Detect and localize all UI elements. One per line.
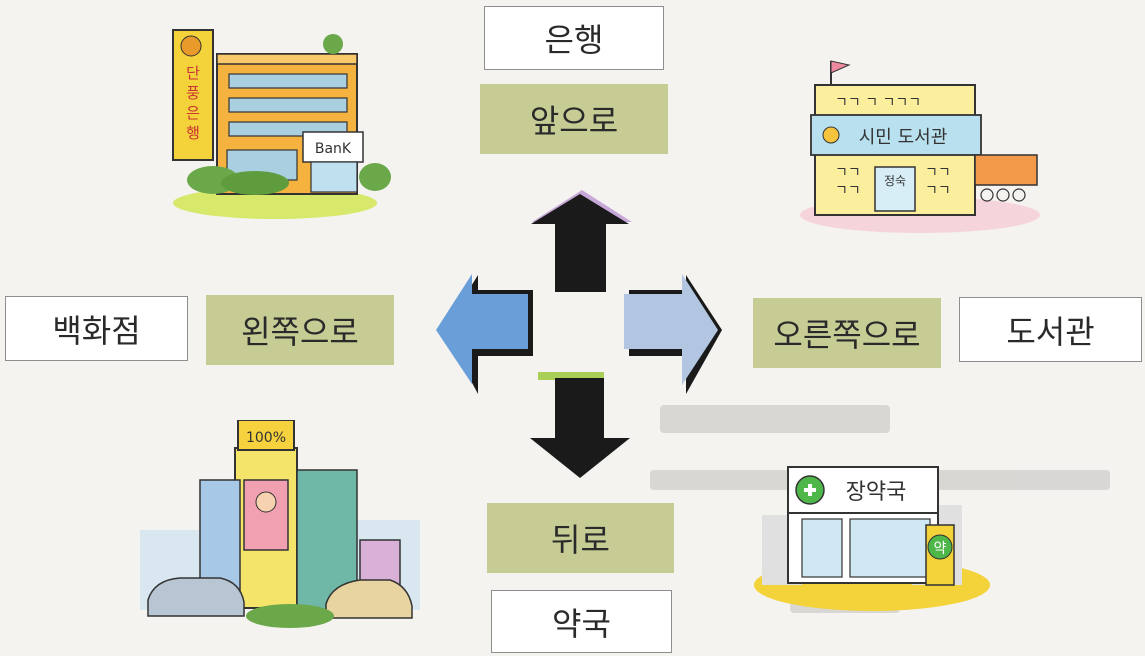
svg-text:ㄱㄱ: ㄱㄱ	[835, 165, 861, 181]
svg-text:ㄱㄱ: ㄱㄱ	[835, 183, 861, 199]
arrow-left-icon	[436, 274, 528, 384]
svg-text:은: 은	[186, 104, 200, 122]
arrow-down-shadow	[538, 372, 604, 380]
svg-text:ㄱㄱ: ㄱㄱ	[925, 165, 951, 181]
arrow-down-icon	[530, 378, 630, 478]
store-sign: 100%	[246, 430, 286, 446]
svg-text:ㄱㄱ: ㄱㄱ	[925, 183, 951, 199]
svg-text:단: 단	[186, 64, 200, 82]
library-sign: 시민 도서관	[859, 127, 948, 148]
department-store-label: 백화점	[5, 296, 188, 361]
department-store-illustration: 100%	[140, 420, 420, 628]
bank-label: 은행	[484, 6, 664, 70]
pharmacy-stand-sign: 약	[934, 541, 947, 557]
svg-text:풍: 풍	[186, 84, 200, 102]
forward-label: 앞으로	[480, 84, 668, 154]
pharmacy-sign: 장약국	[846, 480, 907, 505]
pharmacy-label: 약국	[491, 590, 672, 653]
svg-text:행: 행	[186, 124, 200, 142]
direction-arrows	[436, 190, 722, 478]
right-label: 오른쪽으로	[753, 298, 941, 368]
pharmacy-illustration: 장약국 약	[754, 466, 990, 611]
arrow-right-icon	[624, 274, 718, 385]
library-label: 도서관	[959, 297, 1142, 362]
library-door-sign: 정숙	[884, 174, 906, 188]
bank-sign: BanK	[315, 141, 352, 157]
arrow-up-icon	[531, 194, 629, 292]
svg-text:ㄱㄱ ㄱ ㄱㄱㄱ: ㄱㄱ ㄱ ㄱㄱㄱ	[835, 95, 921, 111]
left-label: 왼쪽으로	[206, 295, 394, 365]
backward-label: 뒤로	[487, 503, 674, 573]
